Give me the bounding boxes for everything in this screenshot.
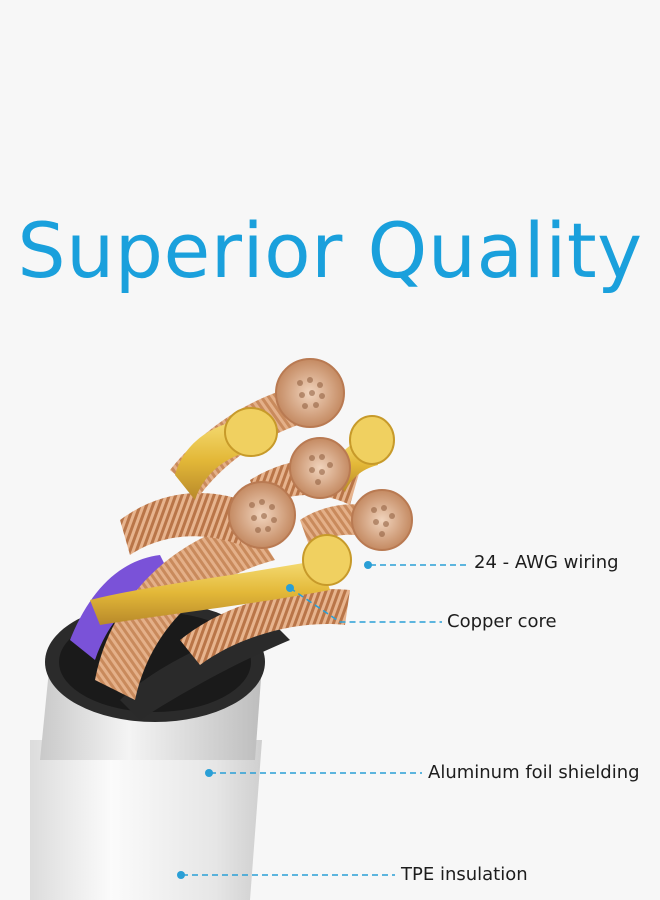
callout-copper-core: Copper core <box>447 611 557 632</box>
strand-ends <box>228 358 413 551</box>
headline: Superior Quality <box>17 206 643 295</box>
callout-tpe-insulation: TPE insulation <box>401 864 528 885</box>
callout-awg-wiring: 24 - AWG wiring <box>474 552 619 573</box>
callout-leaders <box>182 564 470 876</box>
callout-aluminum-foil: Aluminum foil shielding <box>428 762 640 783</box>
gold-wires <box>90 407 395 625</box>
tpe-jacket <box>30 602 265 900</box>
callout-dots <box>177 561 372 879</box>
black-wire <box>120 620 290 720</box>
